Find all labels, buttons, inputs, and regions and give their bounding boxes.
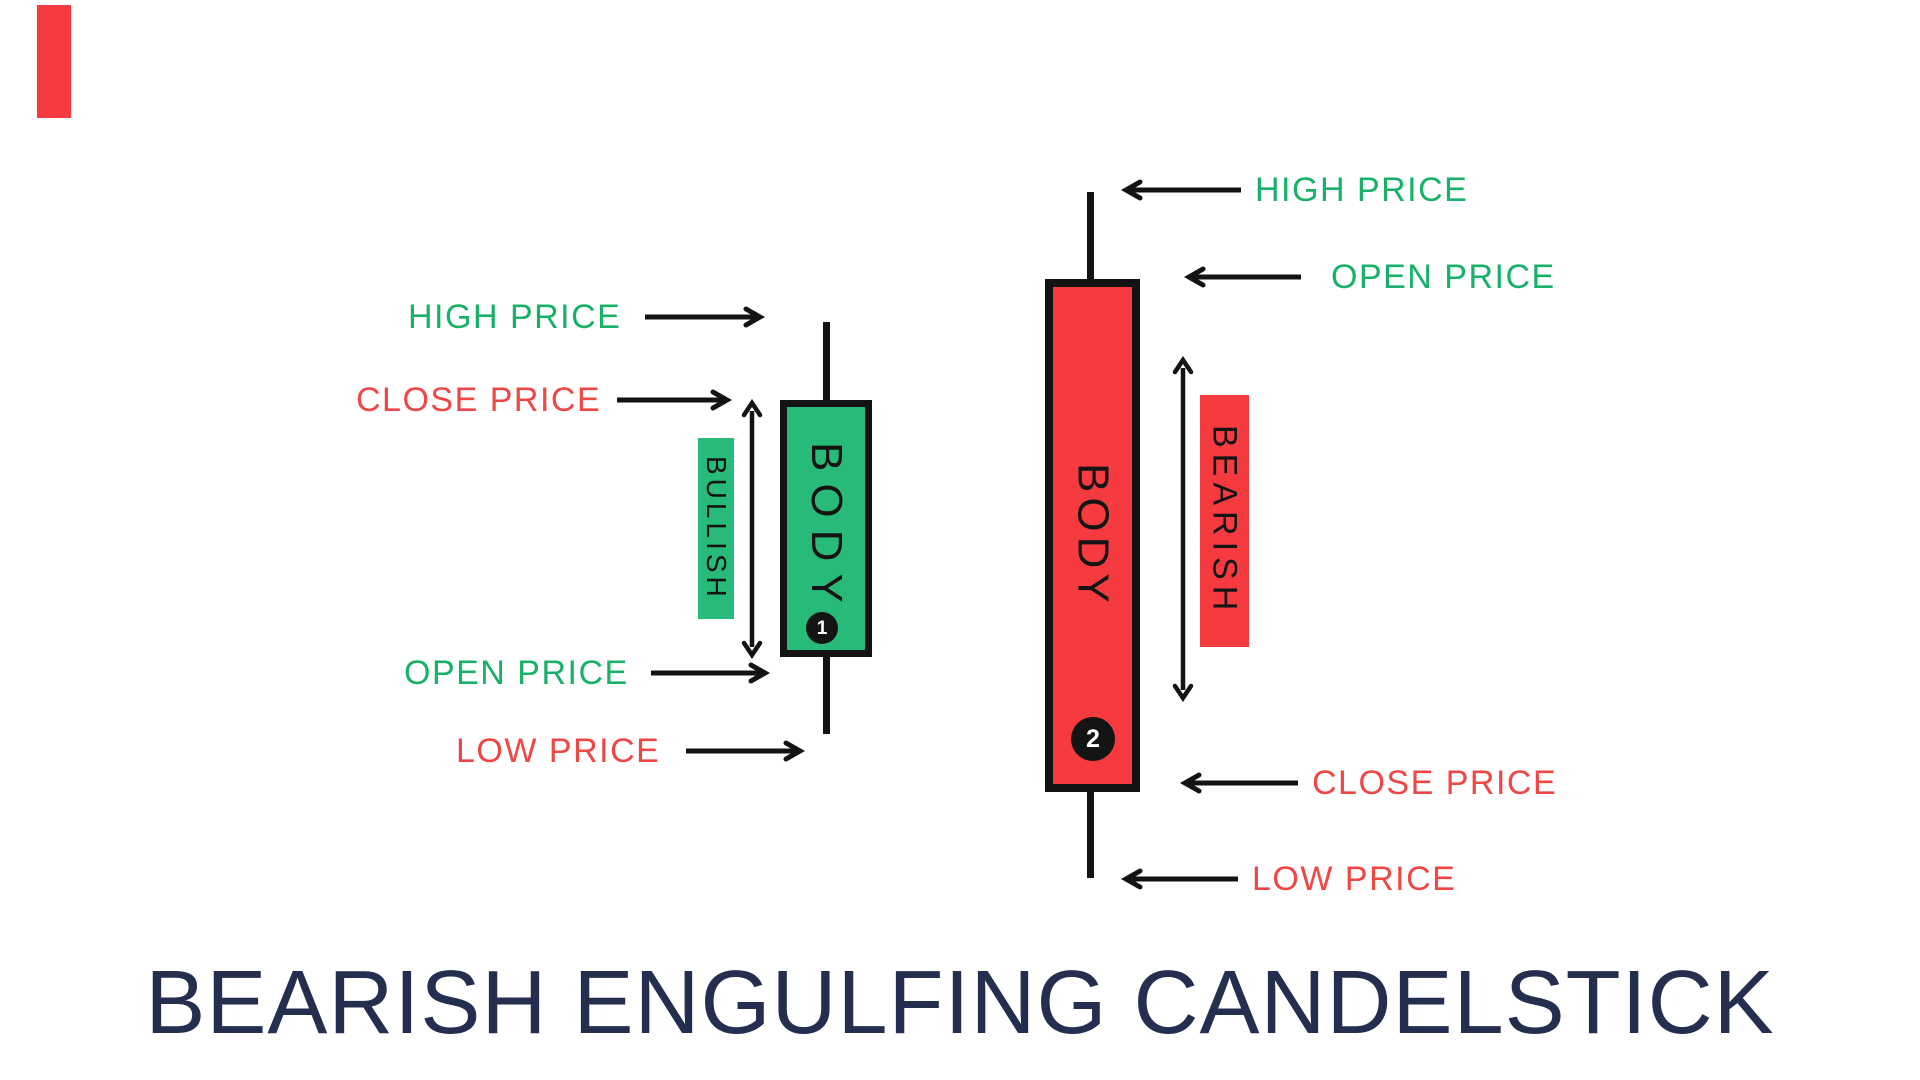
arrow-left-icon [1120, 868, 1240, 890]
candle1-number-badge: 1 [806, 612, 838, 644]
arrow-right-icon [649, 662, 771, 684]
candle2-close-price-label: CLOSE PRICE [1312, 764, 1558, 802]
bearish-tag: BEARISH [1200, 395, 1249, 647]
candle1-low-price-label: LOW PRICE [456, 732, 661, 770]
candle1-close-price-label-row: CLOSE PRICE [356, 380, 733, 420]
candle1-upper-wick [823, 322, 830, 402]
arrow-right-icon [684, 740, 806, 762]
candle1-open-price-label-row: OPEN PRICE [404, 653, 771, 693]
candle2-high-price-label-row: HIGH PRICE [1120, 170, 1468, 210]
candle2-upper-wick [1087, 192, 1094, 281]
bullish-tag-label: BULLISH [701, 456, 732, 601]
arrow-left-icon [1179, 772, 1300, 794]
arrow-right-icon [643, 306, 766, 328]
candle2-high-price-label: HIGH PRICE [1255, 171, 1469, 209]
candle2-close-price-label-row: CLOSE PRICE [1179, 763, 1557, 803]
candle1-high-price-label: HIGH PRICE [408, 298, 622, 336]
candle2-lower-wick [1087, 790, 1094, 878]
candle1-low-price-label-row: LOW PRICE [456, 731, 806, 771]
candle1-close-price-label: CLOSE PRICE [356, 381, 602, 419]
candle2-body: BODY [1045, 279, 1140, 792]
candle1-open-price-label: OPEN PRICE [404, 654, 629, 692]
bullish-tag: BULLISH [698, 438, 734, 619]
candle2-number-badge: 2 [1071, 717, 1115, 761]
candle1-body-label: BODY [802, 442, 851, 615]
candle1-body: BODY [780, 400, 872, 657]
accent-bar [37, 5, 71, 118]
arrow-right-icon [615, 389, 733, 411]
page-title: BEARISH ENGULFING CANDELSTICK [145, 953, 1775, 1053]
candle2-low-price-label: LOW PRICE [1252, 860, 1457, 898]
arrow-left-icon [1183, 266, 1303, 288]
double-arrow-vertical-icon [1172, 356, 1194, 702]
candle2-open-price-label: OPEN PRICE [1331, 258, 1556, 296]
candle1-high-price-label-row: HIGH PRICE [408, 297, 766, 337]
candle1-lower-wick [823, 655, 830, 734]
double-arrow-vertical-icon [741, 399, 763, 659]
candle2-body-label: BODY [1068, 463, 1118, 608]
arrow-left-icon [1120, 179, 1243, 201]
candle2-open-price-label-row: OPEN PRICE [1183, 257, 1556, 297]
candle2-low-price-label-row: LOW PRICE [1120, 859, 1456, 899]
bearish-tag-label: BEARISH [1205, 425, 1244, 617]
